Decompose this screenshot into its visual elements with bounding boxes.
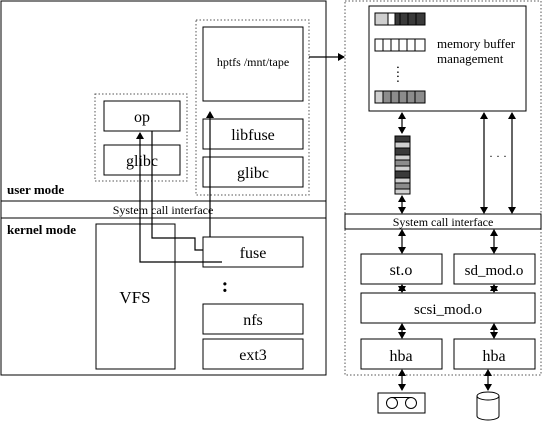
kernel-mode-label: kernel mode <box>7 222 76 237</box>
st-module-box <box>360 253 443 285</box>
buffer-slot-row-1 <box>374 12 426 26</box>
libfuse-label: libfuse <box>231 127 275 144</box>
syscall-interface-label-left: System call interface <box>113 203 214 217</box>
op-label: op <box>134 109 150 126</box>
call-path-down <box>151 131 203 251</box>
scsi-module-label: scsi_mod.o <box>414 302 482 318</box>
libfuse-box <box>202 118 304 150</box>
syscall-interface-label-right: System call interface <box>393 215 494 229</box>
disk-icon <box>476 391 500 421</box>
glibc-left-box <box>103 144 181 176</box>
fuse-label: fuse <box>240 245 267 262</box>
memory-buffer-label-line1: memory buffer <box>437 36 516 51</box>
st-module-label: st.o <box>390 262 413 279</box>
hptfs-process-group <box>195 19 310 196</box>
hba-right-label: hba <box>482 348 505 365</box>
hptfs-label: hptfs /mnt/tape <box>217 55 289 69</box>
hptfs-box <box>202 26 304 102</box>
data-block-strip <box>394 135 411 195</box>
fs-ellipsis-label: : <box>222 275 229 297</box>
hba-left-label: hba <box>389 348 412 365</box>
ext3-box <box>202 338 304 370</box>
ext3-label: ext3 <box>239 347 267 364</box>
vfs-box <box>95 223 176 370</box>
buffer-vertical-ellipsis: : <box>396 62 400 77</box>
glibc-right-box <box>202 156 304 188</box>
sd-module-box <box>453 253 536 285</box>
user-mode-label: user mode <box>7 182 64 197</box>
right-panel-frame <box>344 0 542 376</box>
op-process-group <box>94 93 188 182</box>
glibc-left-label: glibc <box>126 153 158 170</box>
buffer-slot-row-3 <box>374 90 426 104</box>
memory-buffer-label-line2: management <box>437 51 504 66</box>
buffer-slot-row-2 <box>374 38 426 52</box>
sd-module-label: sd_mod.o <box>465 263 524 279</box>
buffer-vertical-ellipsis-2: : <box>396 71 400 86</box>
syscall-interface-box-right <box>344 213 542 230</box>
glibc-right-label: glibc <box>237 165 269 182</box>
op-box <box>103 100 181 132</box>
call-path-return-to-op <box>136 132 222 263</box>
horizontal-ellipsis: · · · <box>489 149 507 163</box>
nfs-label: nfs <box>243 312 263 329</box>
tape-drive-icon <box>377 392 426 414</box>
left-panel-frame <box>0 0 327 376</box>
hba-right-box <box>453 338 536 370</box>
nfs-box <box>202 303 304 335</box>
scsi-module-box <box>360 292 536 324</box>
vfs-label: VFS <box>119 288 150 307</box>
